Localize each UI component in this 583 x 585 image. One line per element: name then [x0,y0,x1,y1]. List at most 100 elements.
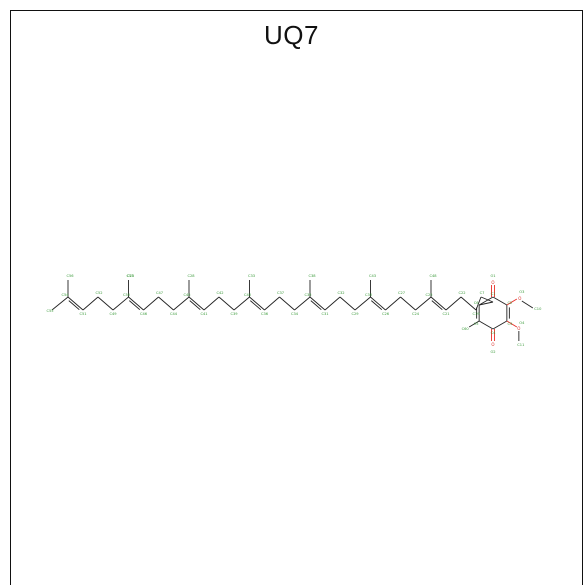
bond-chain [218,296,235,311]
atom-label-chain: C31 [321,312,328,316]
atom-label-chain: C51 [79,312,86,316]
atom-label-ring: C4 [491,331,497,335]
atom-label-methyl: C38 [308,274,316,278]
double-bond-chain [250,300,262,311]
methoxy-bond [521,300,534,309]
bond-chain [264,296,280,311]
bond-chain [233,296,250,311]
double-bond-chain [68,300,80,311]
atom-label-chain: C50 [123,293,131,297]
atom-label-methyl: C33 [248,274,255,278]
atom-label-oxygen: O3 [519,290,524,294]
atom-label-chain: C37 [277,291,284,295]
bond-chain [112,296,129,311]
bond-chain [385,296,401,311]
ring-bond [492,296,508,306]
atom-label-methyl: C53 [126,274,133,278]
bond-chain [415,296,432,311]
atom-label-chain: C39 [230,312,238,316]
bond-chain [173,296,190,311]
atom-label-chain: C32 [337,291,344,295]
atom-label-chain: C25 [425,293,432,297]
atom-label-ring: C3 [507,322,512,326]
atom-label-chain: C27 [398,291,405,295]
atom-label-methyl: C48 [429,274,437,278]
methoxy-bond [506,320,518,328]
atom-label-chain: C47 [156,291,163,295]
molecule-title: UQ7 [264,20,319,50]
atom-label-link: C7 [480,291,485,295]
double-bond-chain [67,296,84,311]
atom-label-chain: C46 [140,312,148,316]
atom-label-chain: C45 [183,293,190,297]
bond-tail-left [51,296,69,311]
canvas-frame [10,10,583,585]
atom-label-chain: C26 [382,312,390,316]
bond-layer [51,280,534,341]
bond-chain [97,296,114,311]
atom-label-chain: C52 [95,291,102,295]
oxygen-atom: O [491,280,494,285]
atom-label-methyl: C43 [369,274,376,278]
atom-label-oxygen: O4 [519,321,525,325]
atom-label-chain: C21 [442,312,449,316]
atom-label-chain: C36 [261,312,269,316]
atom-label-chain: C22 [458,291,465,295]
bond-chain [82,296,99,311]
double-bond-chain [431,300,443,311]
atom-label-chain: C34 [291,312,299,316]
double-bond-chain [370,296,386,311]
atom-label-tail: C55 [46,309,53,313]
bond-link [479,301,494,306]
atom-label-tail: C54 [61,293,69,297]
atom-label-chain: C24 [412,312,420,316]
double-bond-chain [310,300,322,311]
atom-label-chain: C35 [304,293,311,297]
bond-chain [460,296,477,311]
atom-label-methyl: C23 [127,274,134,278]
methyl-bond [468,320,480,328]
ring-bond [478,320,494,330]
atom-label-chain: C41 [200,312,207,316]
ring-bond [492,320,508,330]
atom-label-chain: C44 [170,312,178,316]
atom-label-chain: C49 [109,312,117,316]
bond-chain [445,296,462,311]
bond-chain [279,296,295,311]
double-bond-chain [129,300,141,311]
bond-chain [324,296,341,311]
double-bond-chain [249,296,265,311]
atom-label-chain: C40 [244,293,252,297]
atom-label-ring: C5 [474,322,479,326]
bond-chain [294,296,311,311]
atom-label-tail: C56 [66,274,74,278]
atom-label-ring: C6 [474,301,480,305]
double-bond-chain [189,300,201,311]
double-bond-chain [430,296,447,311]
atom-label-chain: C42 [216,291,223,295]
oxygen-atom: O [518,296,521,301]
double-bond-chain [128,296,144,311]
atom-label-chain: C19 [472,312,480,316]
ring-bond [478,296,494,306]
atom-label-ring: C1 [491,292,496,296]
bond-chain [203,296,220,311]
atom-label-methoxy: C11 [517,343,524,347]
oxygen-atom: O [517,326,520,331]
bond-chain [143,296,159,311]
bond-link [480,296,494,303]
atom-label-oxygen: O1 [490,274,495,278]
atom-label-oxygen: O2 [490,350,495,354]
atom-label-methoxy: C10 [534,307,542,311]
atom-label-chain: C30 [365,293,373,297]
bond-chain [400,296,416,311]
methoxy-bond [506,298,518,306]
atom-label-chain: C29 [351,312,359,316]
bond-chain [354,296,371,311]
double-bond-chain [309,296,326,311]
bond-chain [158,296,174,311]
atom-label-methyl: C60 [462,327,470,331]
atom-label-methyl: C28 [187,274,195,278]
